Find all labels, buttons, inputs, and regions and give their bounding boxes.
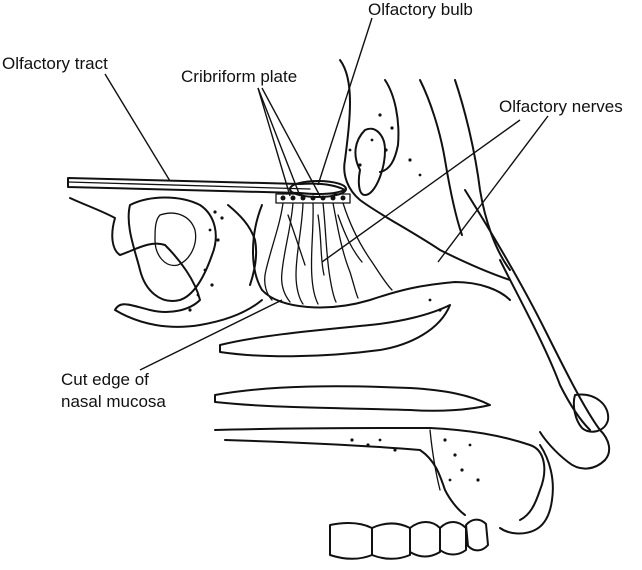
bone-stipple xyxy=(188,113,480,482)
label-cut-edge-line2: nasal mucosa xyxy=(61,392,166,411)
label-olfactory-nerves: Olfactory nerves xyxy=(499,97,623,116)
middle-concha-outline xyxy=(219,304,451,358)
label-cribriform-plate: Cribriform plate xyxy=(181,67,298,86)
frontal-bone-outline xyxy=(339,59,511,281)
leader-lines xyxy=(104,17,549,371)
hard-palate-outline xyxy=(214,427,546,521)
nasal-mucosa-outline xyxy=(252,204,511,309)
nasal-dorsum-outline xyxy=(464,189,611,461)
label-cut-edge-line1: Cut edge of xyxy=(61,370,149,389)
olfactory-nerve-fibres xyxy=(264,202,393,305)
olfactory-bulb-shape xyxy=(289,180,347,198)
upper-lip-outline xyxy=(499,444,554,535)
sphenoid-bone-outline xyxy=(69,197,263,328)
teeth xyxy=(329,518,489,560)
cribriform-plate-shape xyxy=(275,193,351,204)
inferior-concha-outline xyxy=(214,385,491,412)
label-olfactory-tract: Olfactory tract xyxy=(2,54,108,73)
label-olfactory-bulb: Olfactory bulb xyxy=(368,0,473,19)
